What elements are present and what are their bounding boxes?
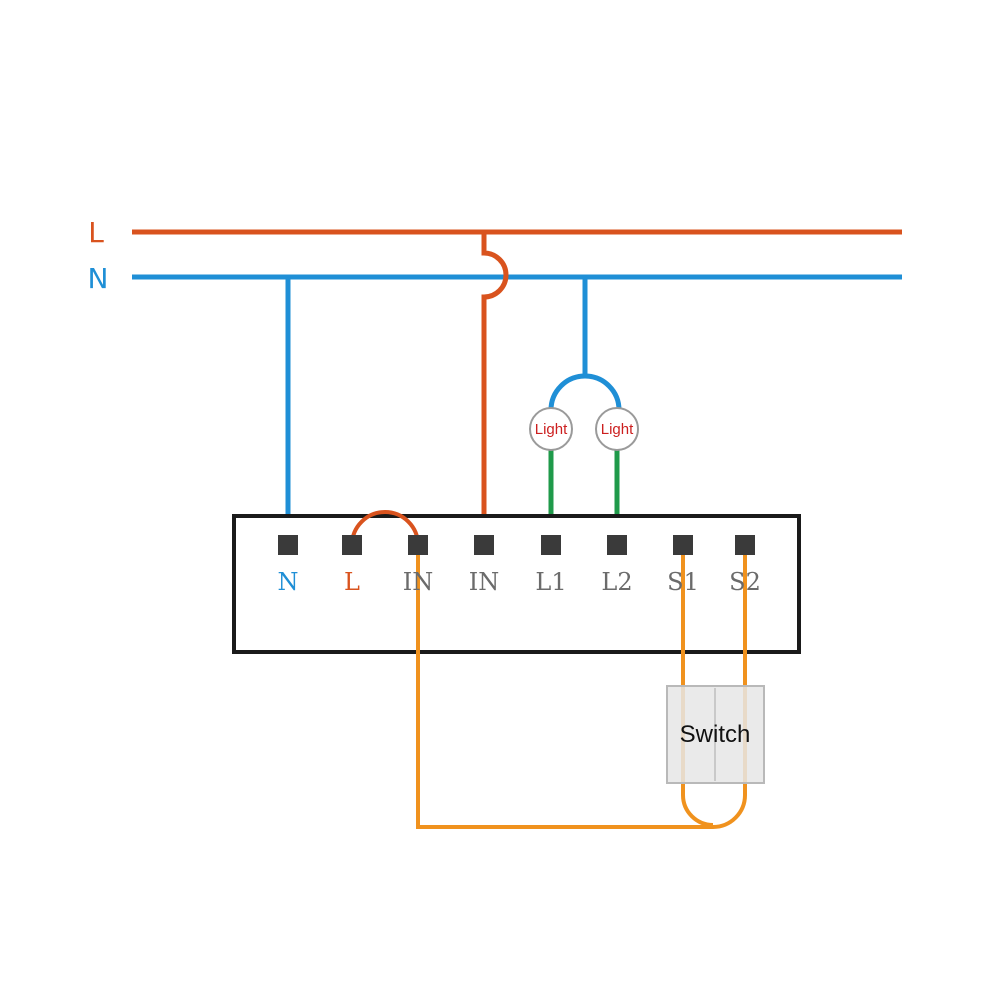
terminal-l2[interactable]: L2	[601, 535, 633, 596]
terminal-s2-block[interactable]	[735, 535, 755, 555]
wall-switch-label: Switch	[680, 721, 751, 748]
terminal-l1-block[interactable]	[541, 535, 561, 555]
light-1: Light	[529, 407, 573, 451]
terminal-in-2-label: IN	[469, 568, 499, 596]
terminal-s1[interactable]: S1	[667, 535, 699, 596]
wall-switch[interactable]: Switch	[666, 685, 765, 784]
terminal-l2-block[interactable]	[607, 535, 627, 555]
light-2: Light	[595, 407, 639, 451]
switch-common-wire	[416, 545, 747, 829]
terminal-s2[interactable]: S2	[729, 535, 761, 596]
terminal-in-1[interactable]: IN	[403, 535, 433, 596]
light-2-label: Light	[601, 421, 634, 438]
light-2-bulb	[595, 407, 639, 451]
terminal-l[interactable]: L	[342, 535, 362, 596]
live-rail-label: L	[88, 216, 104, 249]
terminal-in-2-block[interactable]	[474, 535, 494, 555]
terminal-s2-label: S2	[729, 568, 761, 596]
terminal-in-1-block[interactable]	[408, 535, 428, 555]
terminal-l-label: L	[344, 568, 360, 596]
terminal-l2-label: L2	[601, 568, 632, 596]
terminal-n[interactable]: N	[278, 535, 299, 596]
terminal-in-2[interactable]: IN	[469, 535, 499, 596]
module-box	[232, 514, 801, 654]
light-1-label: Light	[535, 421, 568, 438]
terminal-s1-label: S1	[667, 568, 699, 596]
terminal-l1[interactable]: L1	[535, 535, 567, 596]
l-in-jumper	[350, 510, 420, 546]
terminal-l-block[interactable]	[342, 535, 362, 555]
terminal-n-label: N	[278, 568, 299, 596]
live-drop-wire	[481, 232, 509, 545]
terminal-in-1-label: IN	[403, 568, 433, 596]
terminal-n-block[interactable]	[278, 535, 298, 555]
terminal-l1-label: L1	[535, 568, 566, 596]
switch-s1-wire	[681, 545, 714, 827]
lights-neutral-arc	[548, 373, 622, 411]
neutral-rail-label: N	[88, 262, 109, 295]
terminal-s1-block[interactable]	[673, 535, 693, 555]
light-1-bulb	[529, 407, 573, 451]
